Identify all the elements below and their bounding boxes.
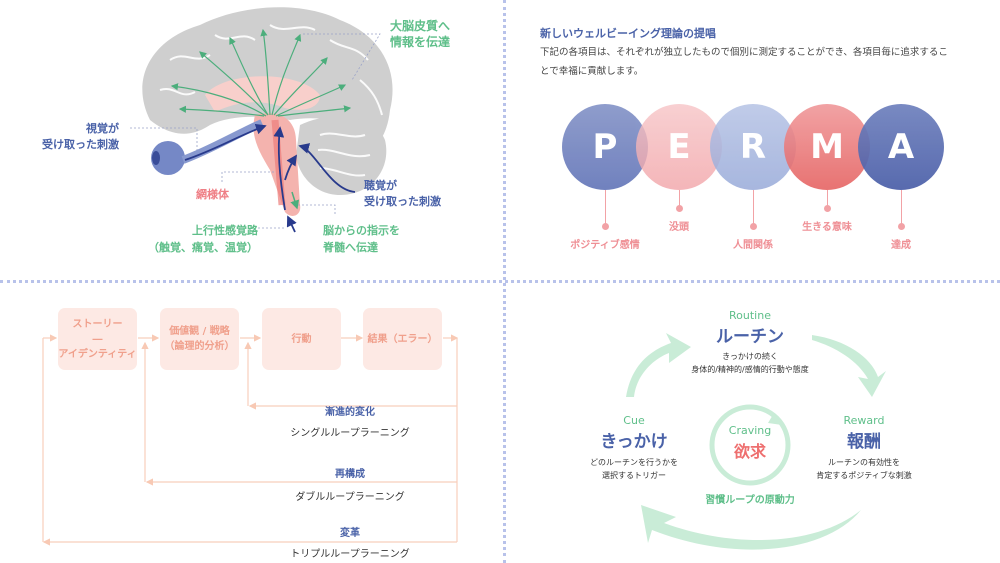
cue-ja: きっかけ: [600, 432, 668, 452]
reward-en: Reward: [843, 414, 885, 427]
perma-letter-e: E: [667, 127, 691, 167]
story-line: ストーリー: [72, 318, 123, 330]
arrow-reward-to-cue: [641, 505, 861, 550]
perma-circle-p: P: [562, 104, 648, 190]
reticular-label: 網様体: [196, 188, 229, 201]
cue-desc-line1: どのルーチンを行うかを: [590, 458, 678, 467]
perma-letter-m: M: [810, 127, 844, 167]
perma-circle-m: M: [784, 104, 870, 190]
cortex-label-line2: 情報を伝達: [390, 35, 451, 49]
habit-loop-panel: Routine ルーチン きっかけの続く 身体的/精神的/感情的行動や態度 Cu…: [506, 285, 1000, 563]
perma-label-r: 人間関係: [733, 240, 773, 251]
story-identity-box: ストーリー ― アイデンティティ: [58, 308, 137, 370]
reward-ja: 報酬: [847, 432, 881, 452]
perma-stem-p: [605, 190, 606, 226]
perma-letter-a: A: [887, 127, 915, 167]
perma-dot-r: [750, 223, 757, 230]
eye: [151, 141, 185, 175]
vertical-divider: [503, 0, 506, 563]
horizontal-divider: [0, 280, 1000, 283]
action-box: 行動: [262, 308, 341, 370]
ascending-label: 上行性感覚路 （触覚、痛覚、温覚）: [148, 222, 258, 256]
learning-panel: ストーリー ― アイデンティティ 価値観 / 戦略 （論理的分析） 行動 結果（…: [0, 285, 500, 563]
visual-label-line2: 受け取った刺激: [42, 138, 119, 151]
logic-line: （論理的分析）: [164, 341, 235, 352]
perma-label-p: ポジティブ感情: [570, 240, 640, 251]
cortex-label: 大脳皮質へ 情報を伝達: [390, 18, 450, 50]
craving-ring: [709, 404, 791, 486]
craving-ja: 欲求: [733, 442, 767, 461]
routine-desc-line2: 身体的/精神的/感情的行動や態度: [691, 365, 809, 374]
single-loop-type: シングルループラーニング: [290, 428, 410, 439]
perma-description-line2: とで幸福に貢献します。: [540, 66, 644, 77]
perma-circle-a: A: [858, 104, 944, 190]
values-line: 価値観 / 戦略: [169, 326, 230, 337]
perma-title: 新しいウェルビーイング理論の提唱: [540, 27, 716, 40]
triple-loop-type: トリプルループラーニング: [290, 549, 410, 560]
routine-en: Routine: [729, 309, 771, 322]
result-line: 結果（エラー）: [367, 333, 438, 345]
brain-illustration: [130, 7, 393, 233]
triple-loop-name: 変革: [340, 528, 360, 539]
routine-desc: きっかけの続く 身体的/精神的/感情的行動や態度: [691, 350, 808, 376]
perma-label-m: 生きる意味: [802, 222, 852, 233]
values-strategy-box: 価値観 / 戦略 （論理的分析）: [160, 308, 239, 370]
arrow-routine-to-reward: [812, 335, 886, 397]
perma-panel: 新しいウェルビーイング理論の提唱 下記の各項目は、それぞれが独立したもので個別に…: [506, 0, 1000, 278]
perma-circle-e: E: [636, 104, 722, 190]
reward-desc: ルーチンの有効性を 肯定するポジティブな刺激: [816, 456, 912, 482]
perma-dot-m: [824, 205, 831, 212]
perma-stem-r: [753, 190, 754, 226]
perma-circle-r: R: [710, 104, 796, 190]
cue-en: Cue: [623, 414, 645, 427]
visual-label-line1: 視覚が: [86, 122, 119, 135]
identity-line: アイデンティティ: [58, 348, 137, 360]
routine-ja: ルーチン: [716, 327, 784, 347]
brain-panel: 大脳皮質へ 情報を伝達 視覚が 受け取った刺激 網様体 聴覚が 受け取った刺激 …: [0, 0, 500, 278]
dash-line: ―: [92, 333, 103, 345]
reward-desc-line2: 肯定するポジティブな刺激: [816, 471, 912, 480]
cortex-label-line1: 大脳皮質へ: [390, 19, 451, 33]
perma-dot-e: [676, 205, 683, 212]
perma-description-line1: 下記の各項目は、それぞれが独立したもので個別に測定することができ、各項目毎に追求…: [540, 47, 948, 58]
descending-label-line1: 脳からの指示を: [323, 224, 400, 237]
cue-desc-line2: 選択するトリガー: [602, 471, 666, 480]
perma-label-a: 達成: [891, 240, 911, 251]
craving-en: Craving: [728, 424, 772, 437]
auditory-label: 聴覚が 受け取った刺激: [364, 178, 441, 210]
perma-stem-e: [679, 190, 680, 208]
perma-letter-p: P: [592, 127, 618, 167]
single-loop-name: 漸進的変化: [325, 407, 375, 418]
perma-dot-p: [602, 223, 609, 230]
loop-connectors: [42, 334, 459, 546]
craving-caption: 習慣ループの原動力: [705, 495, 795, 506]
auditory-label-line1: 聴覚が: [364, 179, 397, 192]
routine-desc-line1: きっかけの続く: [722, 352, 778, 361]
result-box: 結果（エラー）: [363, 308, 442, 370]
ascending-label-line1: 上行性感覚路: [192, 224, 258, 237]
perma-dot-a: [898, 223, 905, 230]
perma-letter-r: R: [739, 127, 767, 167]
limbic-system: [205, 76, 320, 112]
perma-label-e: 没頭: [669, 222, 689, 233]
descending-label-line2: 脊髄へ伝達: [323, 241, 378, 254]
action-line: 行動: [291, 333, 312, 345]
cue-desc: どのルーチンを行うかを 選択するトリガー: [590, 456, 678, 482]
ascending-label-line2: （触覚、痛覚、温覚）: [148, 241, 258, 254]
reward-desc-line1: ルーチンの有効性を: [828, 458, 900, 467]
visual-label: 視覚が 受け取った刺激: [42, 121, 119, 153]
descending-label: 脳からの指示を 脊髄へ伝達: [323, 222, 400, 256]
arrow-cue-to-routine: [626, 333, 691, 397]
habit-loop-arrows: [626, 333, 886, 550]
double-loop-type: ダブルループラーニング: [295, 492, 405, 503]
perma-stem-m: [827, 190, 828, 208]
auditory-label-line2: 受け取った刺激: [364, 195, 441, 208]
perma-stem-a: [901, 190, 902, 226]
double-loop-name: 再構成: [335, 469, 365, 480]
